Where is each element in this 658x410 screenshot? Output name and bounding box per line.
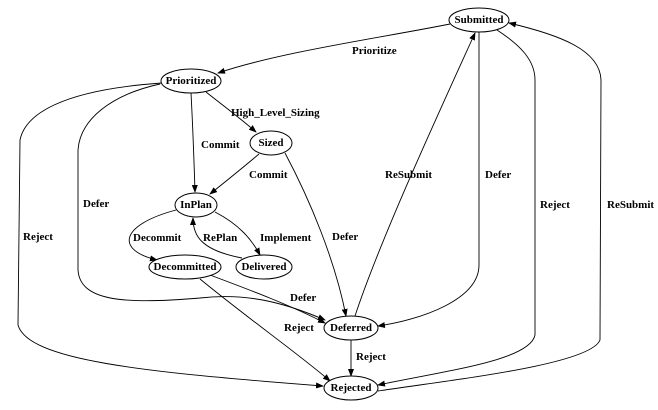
edge-label-prioritized-to-sized: High_Level_Sizing — [231, 107, 320, 119]
edge-inplan-to-decommitted — [128, 209, 177, 262]
node-ellipse-inplan — [174, 192, 218, 218]
edge-label-deferred-to-submitted: ReSubmit — [385, 169, 432, 181]
node-ellipse-rejected — [323, 375, 379, 401]
edge-label-decommitted-to-deferred: Defer — [290, 292, 316, 304]
node-ellipse-prioritized — [160, 68, 222, 94]
edge-label-prioritized-to-deferred: Defer — [83, 198, 109, 210]
edge-label-submitted-to-deferred: Defer — [485, 169, 511, 181]
edge-rejected-to-submitted — [377, 21, 602, 392]
node-label-inplan: InPlan — [180, 199, 212, 211]
node-label-delivered: Delivered — [241, 261, 286, 273]
node-sized: Sized — [249, 130, 293, 156]
node-submitted: Submitted — [448, 7, 510, 33]
node-ellipse-decommitted — [148, 254, 222, 280]
edge-prioritized-to-deferred — [77, 83, 326, 321]
edge-submitted-to-rejected — [377, 29, 536, 387]
edge-sized-to-deferred — [284, 152, 348, 317]
node-label-deferred: Deferred — [330, 322, 372, 334]
edge-label-inplan-to-decommitted: Decommit — [133, 232, 182, 244]
edge-label-deferred-to-rejected: Reject — [356, 351, 386, 363]
edge-deferred-to-submitted — [354, 32, 476, 317]
node-ellipse-submitted — [448, 7, 510, 33]
edge-prioritized-to-sized — [205, 91, 257, 133]
edge-prioritized-to-rejected — [17, 82, 324, 389]
edge-label-prioritized-to-inplan: Commit — [201, 139, 240, 151]
node-label-decommitted: Decommitted — [154, 261, 217, 273]
node-label-prioritized: Prioritized — [166, 75, 217, 87]
node-deferred: Deferred — [323, 315, 379, 341]
node-ellipse-deferred — [323, 315, 379, 341]
node-ellipse-delivered — [235, 254, 293, 280]
node-prioritized: Prioritized — [160, 68, 222, 94]
edge-label-submitted-to-rejected: Reject — [540, 199, 570, 211]
node-delivered: Delivered — [235, 254, 293, 280]
node-ellipse-sized — [249, 130, 293, 156]
edge-submitted-to-deferred — [377, 32, 480, 328]
edge-inplan-to-delivered — [214, 211, 261, 256]
edge-label-rejected-to-submitted: ReSubmit — [607, 199, 654, 211]
edge-sized-to-inplan — [209, 153, 260, 195]
edge-label-sized-to-inplan: Commit — [249, 169, 288, 181]
node-label-sized: Sized — [258, 137, 283, 149]
edge-delivered-to-inplan — [190, 217, 243, 259]
edge-submitted-to-prioritized — [217, 23, 451, 74]
edge-label-decommitted-to-rejected: Reject — [284, 322, 314, 334]
node-label-submitted: Submitted — [455, 14, 504, 26]
edge-decommitted-to-rejected — [199, 278, 331, 382]
node-label-rejected: Rejected — [331, 382, 372, 394]
edge-label-submitted-to-prioritized: Prioritize — [352, 45, 397, 57]
edge-decommitted-to-deferred — [209, 274, 326, 324]
node-inplan: InPlan — [174, 192, 218, 218]
node-decommitted: Decommitted — [148, 254, 222, 280]
edge-label-inplan-to-delivered: Implement — [260, 232, 312, 244]
edge-label-sized-to-deferred: Defer — [332, 231, 358, 243]
edge-label-delivered-to-inplan: RePlan — [203, 232, 237, 244]
node-rejected: Rejected — [323, 375, 379, 401]
edge-label-prioritized-to-rejected: Reject — [23, 231, 53, 243]
edge-prioritized-to-inplan — [190, 92, 198, 193]
